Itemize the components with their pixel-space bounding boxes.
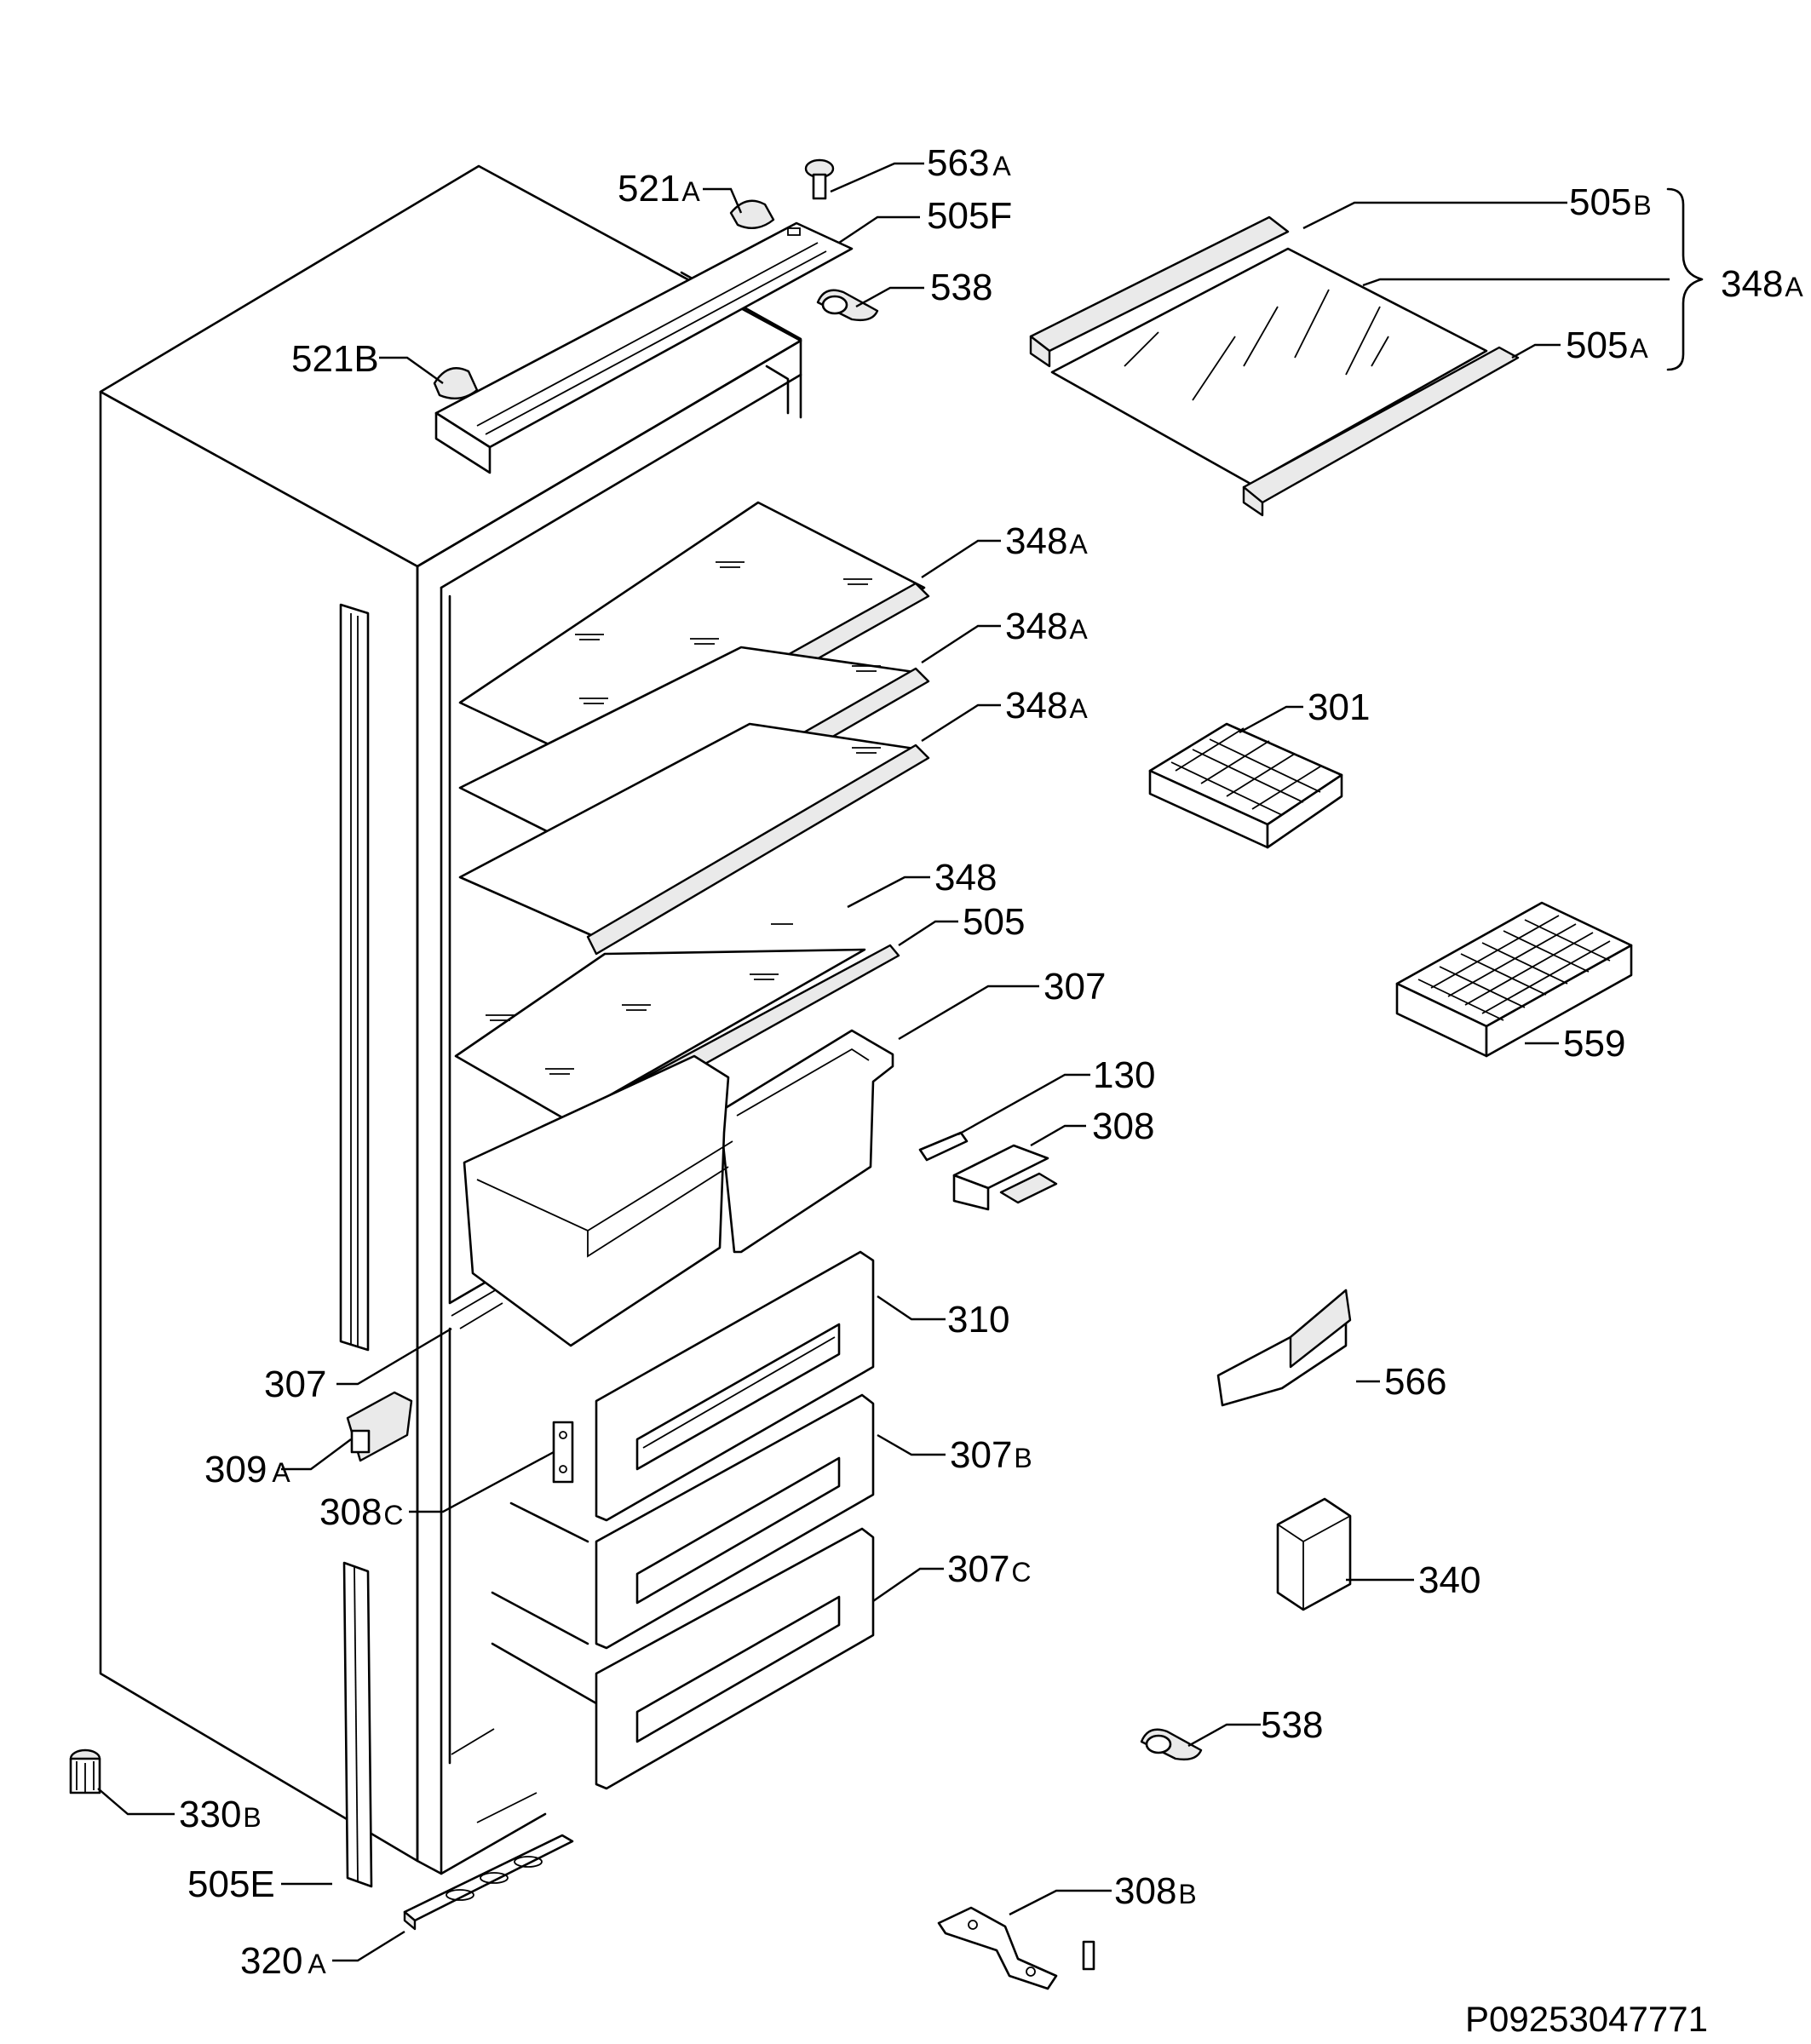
callout-505e: 505E bbox=[187, 1863, 275, 1905]
callout-348a-group: 348A bbox=[1721, 263, 1803, 305]
callout-330b: 330B bbox=[179, 1794, 262, 1835]
freezer-drawers bbox=[491, 1250, 875, 1790]
inner-glass-shelves bbox=[454, 501, 930, 1143]
bottom-rail-320A bbox=[403, 1792, 574, 1931]
callout-505a: 505A bbox=[1566, 324, 1648, 366]
ice-scoop-566 bbox=[1216, 1289, 1352, 1407]
callout-307: 307 bbox=[1043, 966, 1106, 1008]
callout-307b: 307B bbox=[950, 1434, 1032, 1476]
callout-521b: 521B bbox=[291, 338, 379, 380]
foot-330B bbox=[69, 1748, 101, 1794]
crisper-drawers bbox=[463, 1029, 894, 1347]
drawing-number: P09253047771 bbox=[1465, 1999, 1708, 2039]
callout-348a-shelf-1: 348A bbox=[1005, 520, 1088, 562]
callout-308: 308 bbox=[1092, 1105, 1154, 1147]
tray-559 bbox=[1395, 901, 1633, 1058]
callout-521a: 521A bbox=[618, 168, 700, 210]
callout-307c: 307C bbox=[947, 1548, 1032, 1590]
callout-348: 348 bbox=[934, 857, 997, 899]
callout-538-top: 538 bbox=[930, 267, 992, 308]
part-340 bbox=[1276, 1497, 1352, 1611]
callout-307-left: 307 bbox=[264, 1364, 326, 1405]
callout-301: 301 bbox=[1308, 686, 1370, 728]
callout-566: 566 bbox=[1384, 1361, 1446, 1403]
ice-tray-301 bbox=[1148, 722, 1343, 849]
callout-559: 559 bbox=[1563, 1023, 1625, 1065]
callout-308b: 308B bbox=[1114, 1870, 1197, 1912]
callout-505b: 505B bbox=[1569, 181, 1652, 223]
glass-shelf-assembly bbox=[1029, 215, 1520, 517]
callout-538-bottom: 538 bbox=[1261, 1704, 1323, 1746]
leader-lines bbox=[97, 162, 1670, 1962]
callout-348a-shelf-3: 348A bbox=[1005, 685, 1088, 726]
callout-505f: 505F bbox=[927, 195, 1012, 237]
callout-505: 505 bbox=[963, 901, 1025, 943]
group-brace bbox=[1666, 187, 1704, 371]
callout-340: 340 bbox=[1418, 1559, 1480, 1601]
callout-130: 130 bbox=[1093, 1054, 1155, 1096]
top-small-parts bbox=[433, 158, 879, 400]
callout-308c: 308C bbox=[319, 1491, 404, 1533]
hinge-308B bbox=[937, 1906, 1095, 1990]
hinge-538-bottom bbox=[1140, 1728, 1203, 1761]
callout-348a-shelf-2: 348A bbox=[1005, 606, 1088, 647]
small-hinge-parts bbox=[346, 1131, 1058, 1484]
top-rail-505F bbox=[434, 221, 854, 474]
cabinet-body bbox=[99, 164, 802, 1875]
callout-310: 310 bbox=[947, 1299, 1009, 1341]
door-seal-strip bbox=[339, 603, 373, 1888]
